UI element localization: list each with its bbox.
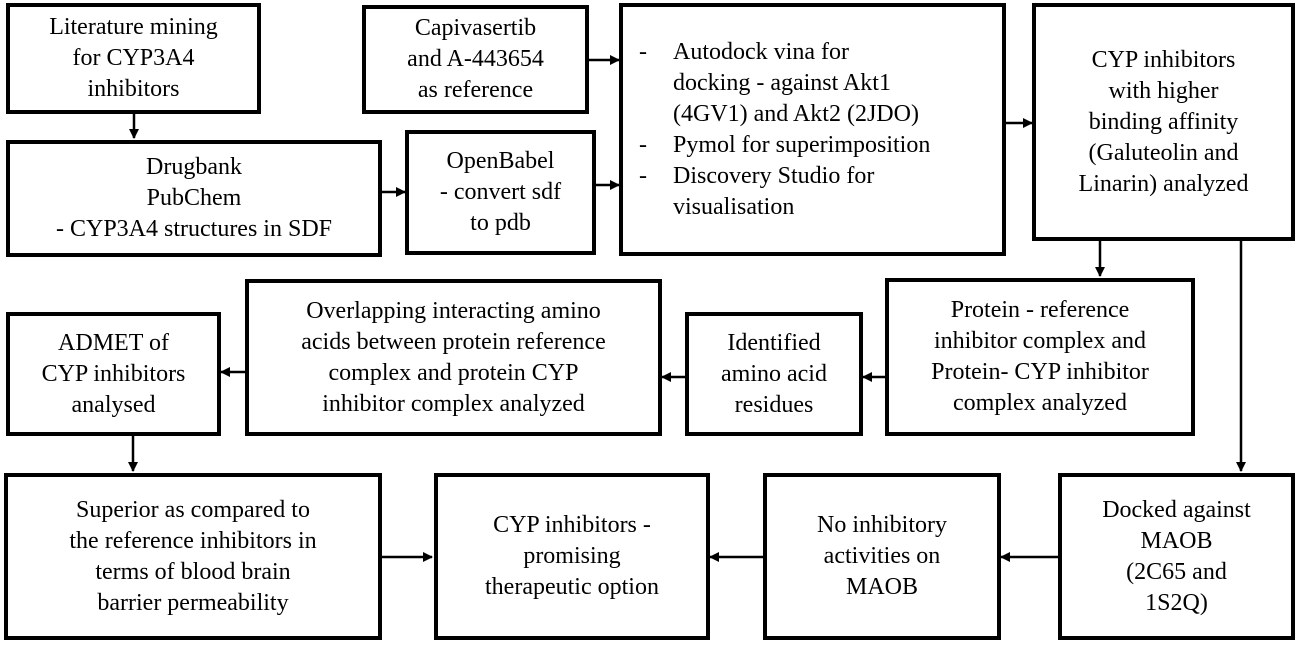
node-line: acids between protein reference [301,328,606,355]
node-line: inhibitor complex analyzed [322,390,585,417]
node-line: (Galuteolin and [1088,139,1239,166]
node-line: complex and protein CYP [328,359,579,386]
tools-item-autodock: Autodock vina for docking - against Akt1… [639,37,930,130]
node-line: visualisation [673,193,795,220]
tools-item-pymol: Pymol for superimposition [639,130,930,161]
node-line: with higher [1108,77,1219,104]
node-line: No inhibitory [817,512,947,538]
node-line: Capivasertib [414,15,537,41]
node-line: Identified [727,329,821,356]
node-line: for CYP3A4 [72,45,195,71]
node-line: therapeutic option [485,574,659,600]
node-line: Pymol for superimposition [673,131,931,158]
node-capivasertib-reference: Capivasertib and A-443654 as reference [362,5,589,114]
node-literature-mining: Literature mining for CYP3A4 inhibitors [6,3,261,114]
node-line: Overlapping interacting amino [306,297,601,324]
node-identified-residues: Identified amino acid residues [685,312,863,436]
tools-item-discovery-studio: Discovery Studio for visualisation [639,161,930,223]
node-docking-tools: Autodock vina for docking - against Akt1… [619,3,1006,256]
node-protein-reference-complex: Protein - reference inhibitor complex an… [885,278,1195,436]
node-line: - CYP3A4 structures in SDF [55,216,332,242]
node-cyp-higher-affinity: CYP inhibitors with higher binding affin… [1032,3,1295,241]
node-line: the reference inhibitors in [69,527,317,554]
node-line: OpenBabel [446,148,555,174]
node-line: inhibitors [87,76,180,102]
node-line: MAOB [845,574,918,600]
node-no-inhibitory-maob: No inhibitory activities on MAOB [763,473,1001,640]
node-line: 1S2Q) [1145,589,1208,616]
node-line: Linarin) analyzed [1078,170,1249,197]
node-drugbank-pubchem: Drugbank PubChem - CYP3A4 structures in … [6,140,382,257]
node-line: MAOB [1140,527,1213,554]
node-line: and A-443654 [407,46,544,72]
node-line: PubChem [146,185,242,211]
node-openbabel: OpenBabel - convert sdf to pdb [405,130,596,255]
node-line: inhibitor complex and [934,328,1146,354]
node-line: Autodock vina for [673,38,849,65]
node-line: - convert sdf [439,179,562,205]
node-line: binding affinity [1088,108,1239,135]
node-line: docking - against Akt1 [673,69,891,96]
node-line: analysed [71,391,156,418]
node-line: residues [734,391,814,418]
node-line: as reference [417,77,534,103]
node-line: Docked against [1102,496,1251,523]
tools-list: Autodock vina for docking - against Akt1… [639,37,930,223]
node-line: promising [523,543,621,569]
node-line: (4GV1) and Akt2 (2JDO) [673,100,919,127]
node-line: (2C65 and [1126,558,1227,585]
node-docked-maob: Docked against MAOB (2C65 and 1S2Q) [1058,473,1295,640]
node-line: CYP inhibitors [1091,46,1236,73]
node-line: activities on [823,543,941,569]
node-line: amino acid [721,360,827,387]
node-line: terms of blood brain [95,558,291,585]
node-admet: ADMET of CYP inhibitors analysed [6,312,221,436]
node-line: to pdb [470,210,531,236]
node-superior-bbb: Superior as compared to the reference in… [4,473,382,640]
node-overlapping-amino-acids: Overlapping interacting amino acids betw… [245,279,662,436]
node-line: barrier permeability [97,589,289,616]
node-line: CYP inhibitors - [493,512,651,538]
node-line: Superior as compared to [76,496,310,523]
node-line: CYP inhibitors [41,360,186,387]
node-line: Literature mining [49,14,218,40]
node-line: Discovery Studio for [673,162,875,189]
node-line: ADMET of [58,329,169,356]
node-line: Drugbank [146,154,242,180]
node-line: complex analyzed [953,390,1127,416]
node-line: Protein - reference [950,297,1130,323]
node-line: Protein- CYP inhibitor [931,359,1149,385]
node-promising-option: CYP inhibitors - promising therapeutic o… [434,473,710,640]
